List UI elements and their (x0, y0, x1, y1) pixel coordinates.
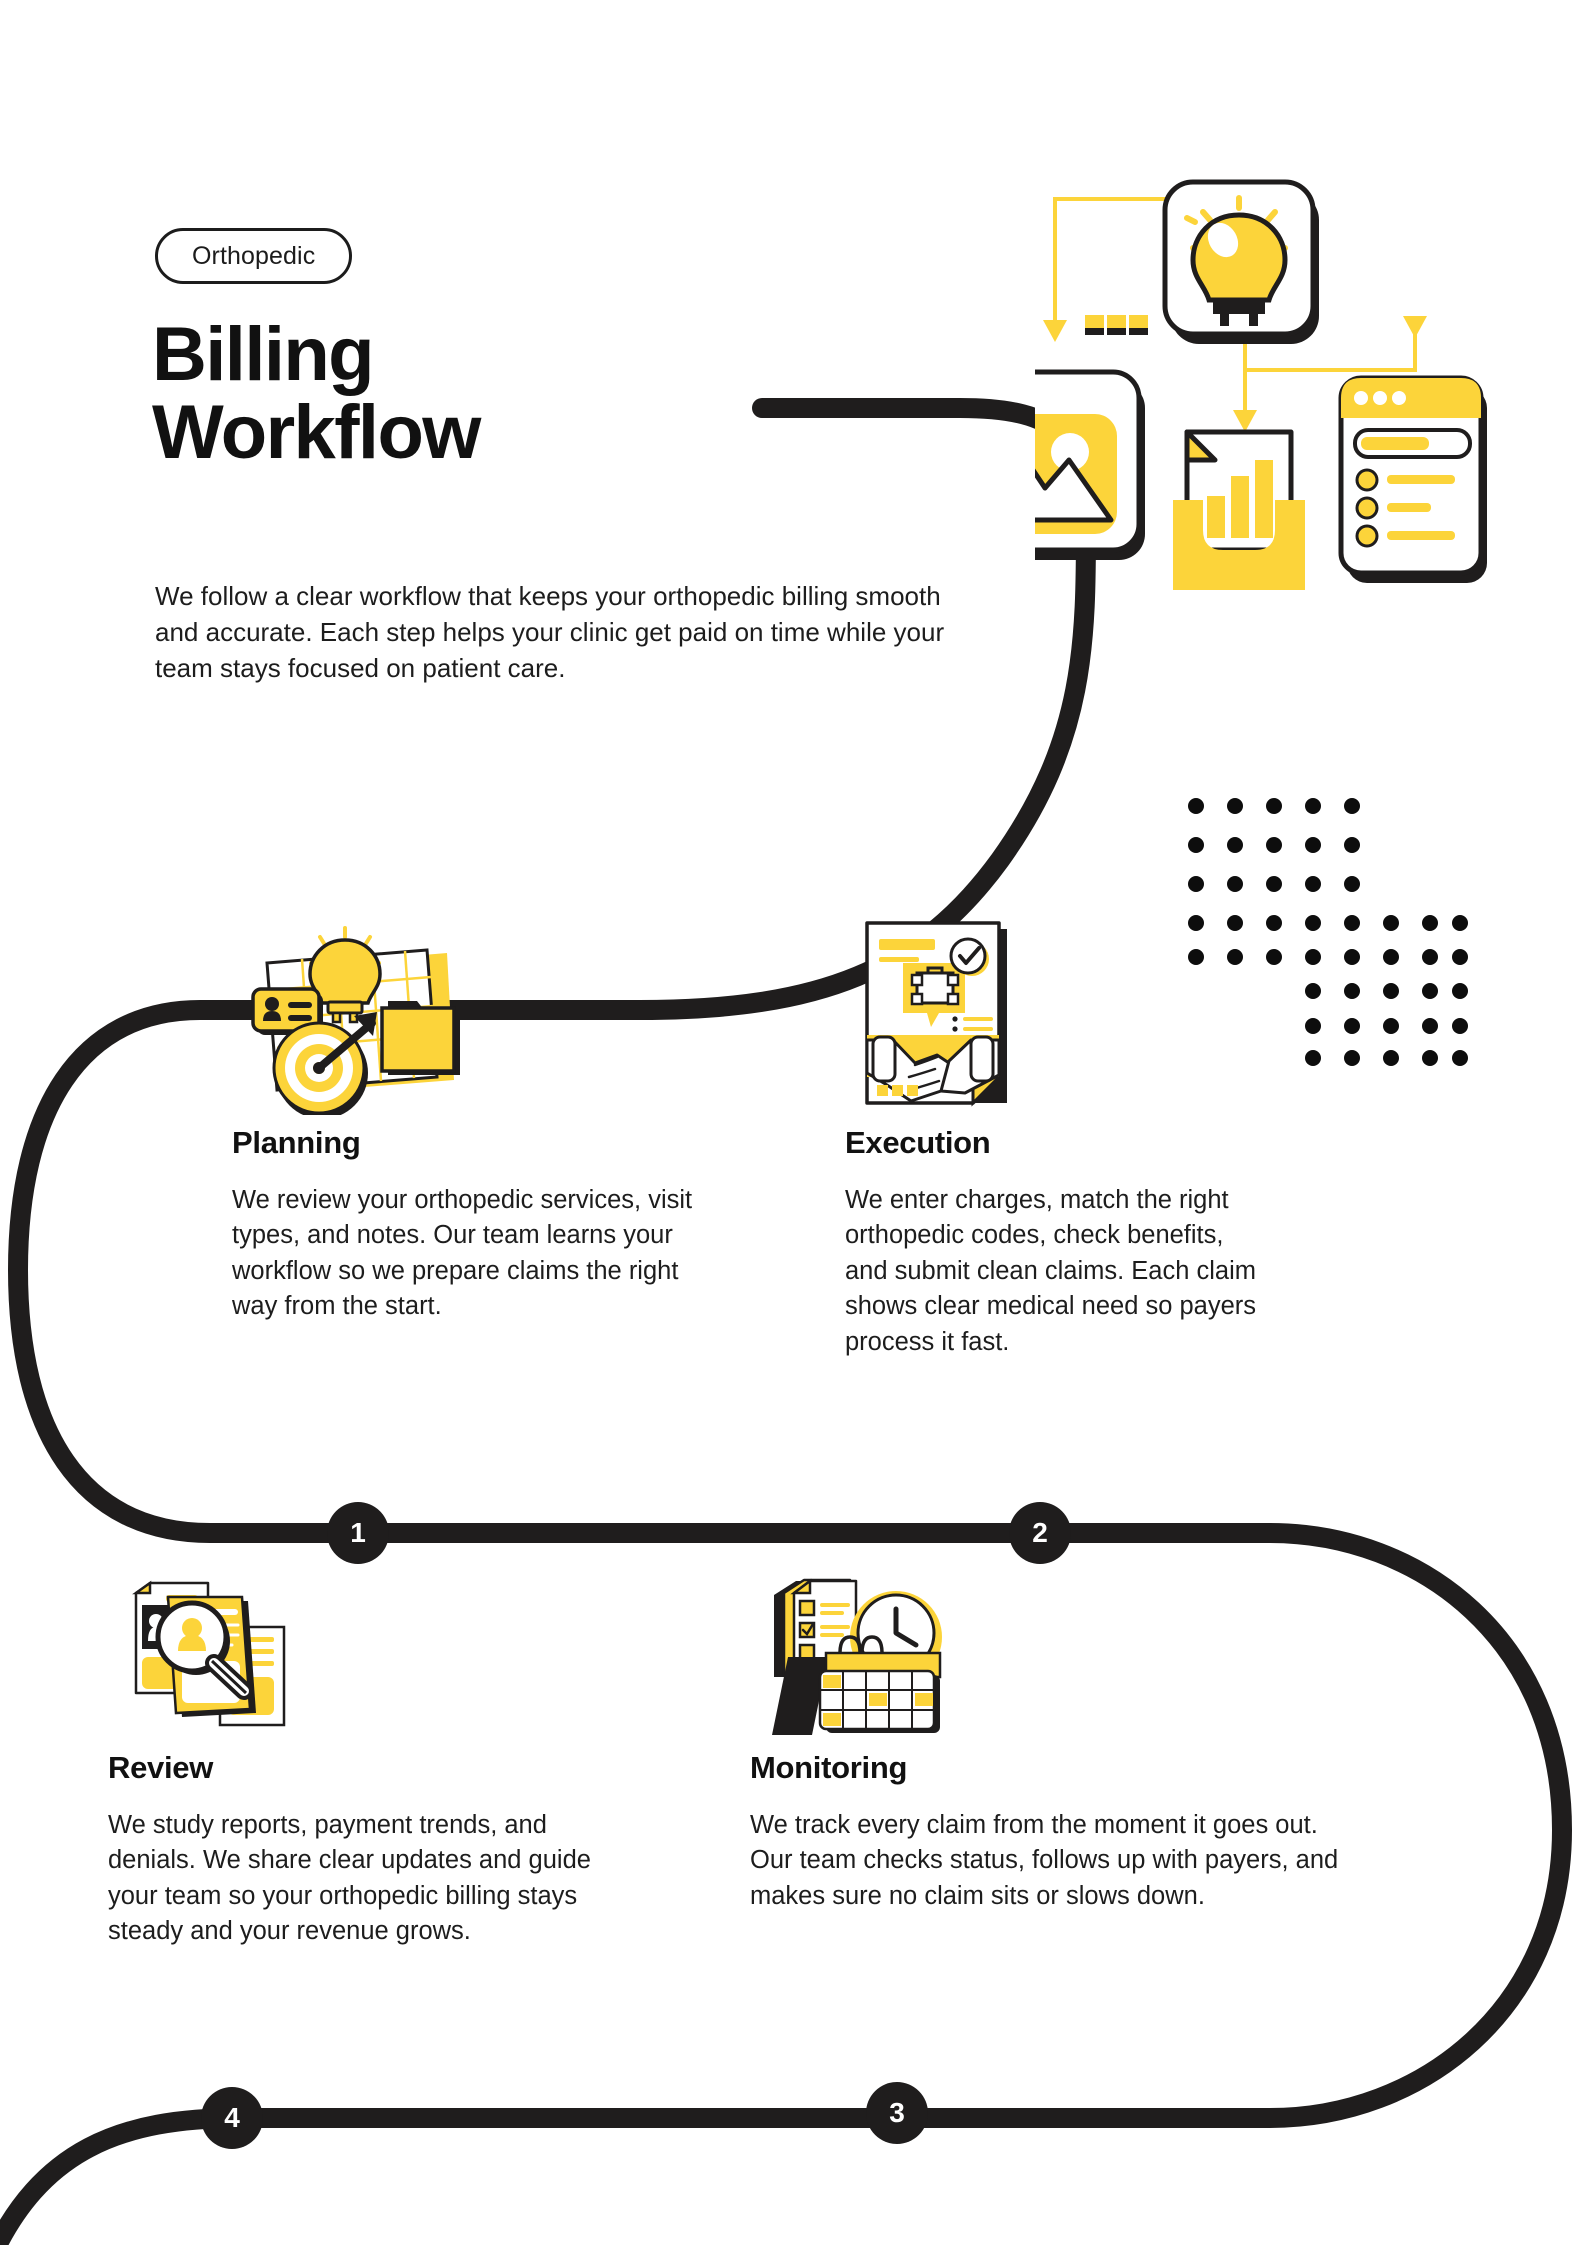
step-monitoring-body: We track every claim from the moment it … (750, 1811, 1339, 1910)
category-badge: Orthopedic (155, 228, 353, 284)
review-magnifier-documents-icon (108, 1565, 303, 1740)
intro-paragraph: We follow a clear workflow that keeps yo… (155, 581, 945, 684)
execution-handshake-document-icon (845, 915, 1030, 1115)
step-planning-body: We review your orthopedic services, visi… (232, 1186, 693, 1321)
checklist-device-icon (1338, 375, 1487, 583)
step-planning: Planning We review your orthopedic servi… (232, 915, 702, 1325)
image-window-icon (1035, 369, 1145, 560)
step-marker-3-label: 3 (889, 2097, 905, 2128)
dots-decoration-icon (1085, 315, 1148, 335)
step-marker-4-label: 4 (224, 2102, 240, 2133)
step-monitoring: Monitoring We track every claim from the… (750, 1565, 1340, 1914)
page-title-line2: Workflow (152, 390, 481, 476)
step-marker-3: 3 (866, 2082, 928, 2144)
bar-chart-document-icon (1173, 429, 1305, 590)
step-marker-4: 4 (201, 2087, 263, 2149)
step-execution: Execution We enter charges, match the ri… (845, 915, 1265, 1360)
step-marker-1: 1 (327, 1502, 389, 1564)
page-title-line1: Billing (152, 312, 375, 397)
hero-illustration (1035, 179, 1487, 590)
step-review: Review We study reports, payment trends,… (108, 1565, 608, 1950)
step-review-title: Review (108, 1750, 214, 1785)
step-marker-2-label: 2 (1032, 1517, 1048, 1548)
planning-target-lightbulb-icon (232, 915, 467, 1119)
step-marker-2: 2 (1009, 1502, 1071, 1564)
step-execution-body: We enter charges, match the right orthop… (845, 1186, 1257, 1356)
step-review-body: We study reports, payment trends, and de… (108, 1811, 591, 1946)
step-marker-1-label: 1 (350, 1517, 366, 1548)
lightbulb-icon (1162, 179, 1319, 344)
monitoring-calendar-clock-icon (750, 1565, 950, 1740)
step-planning-title: Planning (232, 1125, 361, 1160)
step-monitoring-title: Monitoring (750, 1750, 908, 1785)
step-execution-title: Execution (845, 1125, 991, 1160)
category-badge-label: Orthopedic (192, 241, 316, 270)
page-title: Billing Workflow (152, 315, 792, 476)
